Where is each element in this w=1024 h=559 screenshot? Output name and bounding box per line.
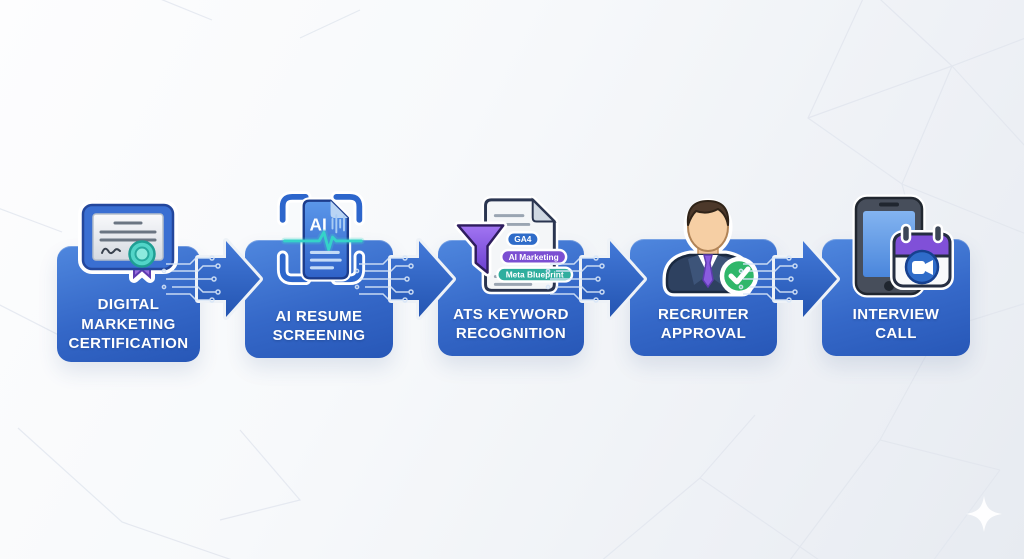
keyword-pill-label: GA4 bbox=[514, 234, 532, 244]
video-camera-icon bbox=[912, 260, 933, 275]
step-label: RECRUITER APPROVAL bbox=[630, 305, 777, 356]
certificate-icon bbox=[76, 196, 180, 293]
step-label: AI RESUME SCREENING bbox=[245, 307, 393, 358]
step-label-line: RECOGNITION bbox=[455, 324, 567, 342]
keyword-pill bbox=[496, 266, 574, 283]
step-card-recruiter-approval: RECRUITER APPROVAL bbox=[630, 198, 777, 356]
funnel-shape bbox=[456, 224, 505, 274]
circuit-traces bbox=[161, 255, 221, 303]
flow-arrow-2 bbox=[354, 238, 456, 320]
scan-pulse-line bbox=[283, 230, 363, 252]
keyword-pill-label: Meta Blueprint bbox=[506, 270, 564, 280]
recruiter-approved-icon bbox=[652, 192, 764, 302]
circuit-traces bbox=[545, 255, 605, 303]
scan-frame-brackets bbox=[279, 194, 363, 283]
ai-label: AI bbox=[310, 214, 327, 234]
calendar bbox=[890, 223, 954, 290]
keyword-pill-label: AI Marketing bbox=[509, 252, 559, 262]
step-label: DIGITAL MARKETING CERTIFICATION bbox=[57, 295, 200, 362]
step-label-line: APPROVAL bbox=[660, 324, 747, 342]
calendar-ring bbox=[932, 223, 944, 244]
circuit-traces bbox=[738, 255, 798, 303]
step-card-ats-keyword-recognition: GA4 AI Marketing Meta Blueprint ATS KEYW… bbox=[438, 195, 584, 356]
flow-arrow-1 bbox=[161, 238, 263, 320]
keyword-pill bbox=[505, 231, 540, 248]
calendar-ring bbox=[900, 223, 912, 244]
ai-resume-scan-icon: AI bbox=[275, 184, 367, 296]
step-card-ai-resume-screening: AI AI RESUME SCREENING bbox=[245, 191, 393, 358]
step-label-line: RECRUITER bbox=[657, 305, 750, 323]
step-label-line: CERTIFICATION bbox=[68, 334, 189, 352]
phone-speaker bbox=[879, 202, 899, 207]
ats-keyword-funnel-icon: GA4 AI Marketing Meta Blueprint bbox=[452, 194, 580, 307]
step-label-line: AI RESUME bbox=[275, 307, 363, 325]
step-label-line: DIGITAL bbox=[97, 296, 160, 314]
flow-arrow-3 bbox=[545, 238, 647, 320]
keyword-pill bbox=[500, 248, 568, 265]
checkmark-icon bbox=[728, 266, 751, 285]
step-label-line: SCREENING bbox=[272, 326, 366, 344]
flow-arrow-4 bbox=[738, 238, 840, 320]
step-label: ATS KEYWORD RECOGNITION bbox=[438, 305, 584, 356]
waveform-bars bbox=[331, 214, 345, 234]
sparkle-icon bbox=[966, 496, 1002, 532]
step-label-line: ATS KEYWORD bbox=[453, 305, 569, 323]
phone-home-button bbox=[884, 281, 894, 291]
step-label-line: CALL bbox=[875, 324, 917, 342]
hair bbox=[686, 200, 730, 226]
circuit-traces bbox=[354, 255, 414, 303]
step-label-line: MARKETING bbox=[81, 315, 176, 333]
interview-video-call-icon bbox=[842, 192, 954, 304]
